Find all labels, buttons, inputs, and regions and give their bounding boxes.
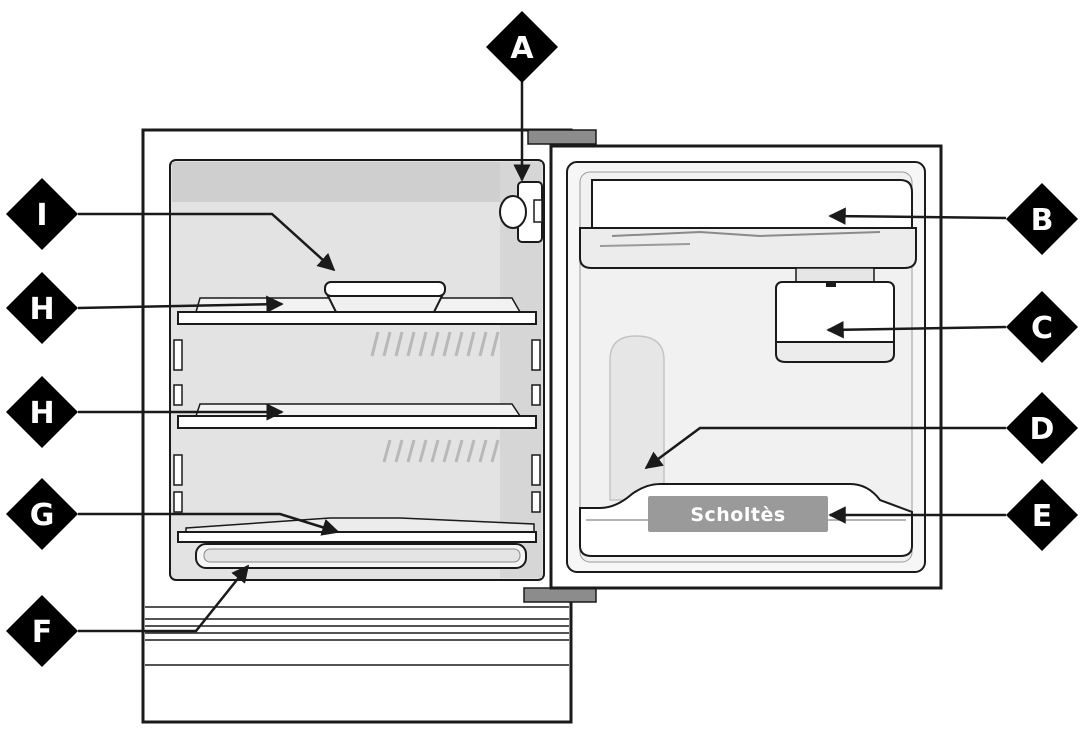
hinge-bottom: [523, 587, 597, 603]
marker-i-label: I: [36, 198, 47, 233]
drip-tray: [195, 543, 527, 569]
marker-g: G: [6, 478, 78, 550]
marker-g-label: G: [30, 498, 55, 533]
marker-i: I: [6, 178, 78, 250]
leader-lines: [77, 82, 1007, 633]
leader-f: [78, 564, 250, 633]
plinth-grille: [145, 606, 569, 666]
thermostat-control: [499, 181, 543, 243]
marker-c: C: [1006, 291, 1078, 363]
crisper-cover: [177, 517, 537, 543]
marker-f: F: [6, 595, 78, 667]
leader-g: [78, 512, 340, 536]
leader-d: [644, 426, 1006, 470]
butter-dish: [324, 281, 446, 313]
leader-b: [828, 207, 1007, 225]
marker-f-label: F: [32, 615, 53, 650]
marker-c-label: C: [1031, 311, 1053, 346]
marker-h-upper: H: [6, 272, 78, 344]
marker-a-label: A: [510, 31, 534, 66]
marker-h-lower-label: H: [29, 396, 54, 431]
cooling-grille-lower: [382, 439, 500, 463]
marker-h-lower: H: [6, 376, 78, 448]
brand-badge: [648, 496, 828, 532]
door-bottle-area: [609, 335, 665, 501]
marker-h-upper-label: H: [29, 292, 54, 327]
hinge-top: [527, 129, 597, 145]
marker-b: B: [1006, 183, 1078, 255]
door-shelf-lower: Scholtès: [579, 483, 913, 557]
leader-i: [78, 212, 336, 272]
interior-top-shade: [172, 162, 542, 202]
marker-e: E: [1006, 479, 1078, 551]
marker-a: A: [486, 11, 558, 83]
fridge-door: Scholtès: [549, 144, 943, 590]
marker-d: D: [1006, 392, 1078, 464]
fridge-cabinet: [141, 128, 597, 724]
leader-c: [826, 320, 1007, 339]
leader-h1: [77, 295, 284, 314]
cabinet-interior: [169, 159, 545, 581]
brand-label: Scholtès: [690, 504, 785, 526]
marker-e-label: E: [1032, 499, 1053, 534]
cooling-grille-upper: [370, 331, 500, 357]
glass-shelf-middle: [177, 403, 537, 429]
shelf-supports: [173, 339, 541, 513]
door-shelf-upper: [579, 179, 917, 269]
door-compartment: [775, 267, 895, 363]
marker-b-label: B: [1031, 203, 1054, 238]
marker-d-label: D: [1030, 412, 1055, 447]
